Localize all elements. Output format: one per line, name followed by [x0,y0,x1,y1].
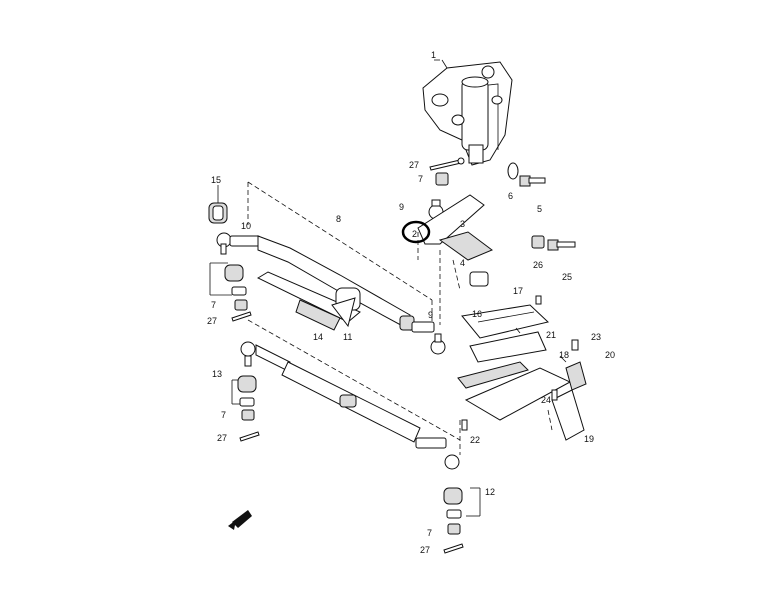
part-label-14: 14 [313,332,323,342]
part-label-25: 25 [562,272,572,282]
part-number-labels: 1 2 3 4 5 6 7 7 7 7 8 9 9 10 11 12 13 14… [207,50,615,555]
guard-plate-16[interactable] [461,304,550,339]
castle-nut-7-top[interactable] [435,172,449,186]
steering-damper-14[interactable] [256,271,361,331]
part-label-27-left-b: 27 [217,433,227,443]
part-label-8: 8 [336,214,341,224]
tie-rod-end-12[interactable] [443,487,463,535]
part-label-23: 23 [591,332,601,342]
cotter-pin-27-left-b[interactable] [239,431,260,442]
bolt-17[interactable] [535,295,542,305]
highlight-circle-part-2[interactable] [401,220,431,244]
cotter-pin-27-left-a[interactable] [231,311,252,322]
bolt-24[interactable] [551,389,558,401]
part-label-20: 20 [605,350,615,360]
part-label-27-left-a: 27 [207,316,217,326]
steering-gear-box[interactable] [422,61,513,166]
bolt-23[interactable] [571,339,579,351]
washer-6[interactable] [507,162,519,180]
part-label-1: 1 [431,50,436,60]
part-label-5: 5 [537,204,542,214]
cotter-pin-27-bottom[interactable] [443,543,464,554]
part-label-18: 18 [559,350,569,360]
part-label-7-bottom: 7 [427,528,432,538]
part-label-19: 19 [584,434,594,444]
part-label-27-bottom: 27 [420,545,430,555]
part-label-13: 13 [212,369,222,379]
bracket-20[interactable] [565,361,587,391]
dust-boot-15[interactable] [208,202,228,224]
part-label-24: 24 [541,395,551,405]
bracket-19[interactable] [551,389,585,441]
part-label-27-top: 27 [409,160,419,170]
part-label-12: 12 [485,487,495,497]
cover-plate-21[interactable] [469,331,547,363]
part-label-7-top: 7 [418,174,423,184]
ball-boot-group-upper[interactable] [224,264,248,311]
part-label-15: 15 [211,175,221,185]
nut-4[interactable] [469,271,489,287]
tie-rod-end-13[interactable] [237,341,257,421]
part-label-26: 26 [533,260,543,270]
part-label-10: 10 [241,221,251,231]
part-label-21: 21 [546,330,556,340]
front-direction-arrow-icon [228,510,252,530]
part-label-22: 22 [470,435,480,445]
bolt-22[interactable] [461,419,468,431]
part-label-4: 4 [460,258,465,268]
damper-bracket-11[interactable] [331,297,356,328]
nut-26[interactable] [531,235,545,249]
callout-leaders [209,59,567,517]
part-label-16: 16 [472,309,482,319]
part-label-7-left-a: 7 [211,300,216,310]
bolt-5[interactable] [519,175,546,187]
part-label-9-lower: 9 [428,310,433,320]
part-label-9-upper: 9 [399,202,404,212]
part-label-11: 11 [343,332,352,342]
part-label-2: 2 [412,229,417,239]
tie-rod[interactable] [255,344,460,470]
part-label-6: 6 [508,191,513,201]
bolt-25[interactable] [547,239,576,251]
part-label-3: 3 [460,219,465,229]
pitman-arm[interactable] [417,194,493,261]
drag-link-8[interactable] [257,235,446,355]
cotter-pin-27-top[interactable] [429,157,465,171]
part-label-7-left-b: 7 [221,410,226,420]
part-label-17: 17 [513,286,523,296]
tie-rod-end-10[interactable] [216,232,261,255]
